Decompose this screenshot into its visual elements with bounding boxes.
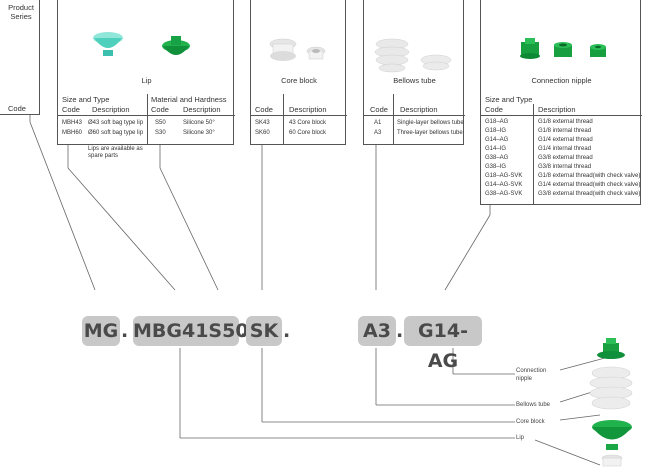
nipple-col-desc: Description (538, 105, 576, 114)
core-block-large-image (269, 38, 297, 61)
core-block-vdivider (283, 94, 284, 144)
bellows-row-desc: Single-layer bellows tube (397, 120, 464, 126)
nipple-row-code: G18–AG (485, 119, 509, 125)
right-label-core: Core block (516, 419, 545, 425)
bellows-panel: Bellows tube Code Description A1 Single-… (363, 0, 465, 145)
model-code-series: MG (82, 316, 120, 346)
nipple-caption: Connection nipple (531, 76, 592, 85)
nipple-row-code: G18–AG-SVK (485, 173, 523, 179)
bellows-vdivider (393, 94, 394, 144)
nipple-col-code: Code (485, 105, 503, 114)
nipple-row-code: G38–AG-SVK (485, 191, 523, 197)
lip-row-code: MBH60 (62, 130, 83, 136)
model-code-bellows: A3 (358, 316, 396, 346)
model-code-separator: . (121, 320, 129, 342)
model-code-nipple: G14-AG (404, 316, 482, 372)
nipple-images (520, 38, 606, 59)
nipple-row-code: G18–IG (485, 128, 507, 134)
right-label-bellows: Bellows tube (516, 402, 551, 408)
assembly-bellows-image (589, 366, 633, 410)
right-label-nipple: Connection nipple (516, 368, 547, 382)
nipple-panel: Connection nipple Size and Type Code Des… (480, 0, 642, 205)
product-series-code-label: Code (8, 104, 26, 113)
lip-teal-image (93, 32, 123, 56)
nipple-row-desc: G1/8 external thread(with check valve) (538, 173, 641, 179)
nipple-size-type-header: Size and Type (485, 95, 533, 104)
lip-green-image (162, 36, 190, 55)
bellows-row-code: A3 (374, 130, 382, 136)
bellows-divider (364, 115, 465, 116)
model-code-separator: . (240, 320, 248, 342)
assembly-nipple-image (597, 338, 625, 359)
core-block-row-desc: 60 Core block (289, 130, 327, 136)
nipple-row-desc: G1/8 external thread (538, 119, 593, 125)
bellows-images (374, 38, 452, 73)
nipple-small-image (590, 44, 606, 57)
model-code-core: SK (246, 316, 282, 346)
model-code-separator: . (283, 320, 291, 342)
lip-mat-row-code: S50 (155, 120, 166, 126)
model-code-separator: . (396, 320, 404, 342)
nipple-row-desc: G1/8 internal thread (538, 128, 592, 134)
product-series-title: Product Series (8, 3, 34, 21)
assembly-core-block-image (601, 454, 623, 467)
assembly-lip-image (592, 420, 632, 450)
bellows-single-layer-image (420, 54, 452, 71)
nipple-row-desc: G1/4 internal thread (538, 146, 592, 152)
bellows-col-desc: Description (400, 105, 438, 114)
core-block-caption: Core block (281, 76, 317, 85)
nipple-row-code: G38–IG (485, 164, 507, 170)
right-label-lip: Lip (516, 435, 525, 441)
lip-mat-col-desc: Description (183, 105, 221, 114)
nipple-row-code: G38–AG (485, 155, 509, 161)
lip-divider (58, 115, 235, 116)
lip-row-desc: Ø43 soft bag type lip (88, 120, 144, 126)
core-block-images (269, 38, 326, 61)
nipple-large-image (520, 38, 540, 59)
bellows-row-code: A1 (374, 120, 382, 126)
lip-note: Lips are available as spare parts (88, 146, 143, 159)
model-code-lip: MBG41S50 (133, 316, 249, 346)
core-block-col-desc: Description (289, 105, 327, 114)
lip-mat-row-code: S30 (155, 130, 166, 136)
nipple-vdivider (533, 104, 534, 204)
lip-col-code: Code (62, 105, 80, 114)
lip-col-desc: Description (92, 105, 130, 114)
bellows-row-desc: Three-layer bellows tube (397, 130, 463, 136)
nipple-row-desc: G1/4 external thread (538, 137, 593, 143)
nipple-medium-image (554, 42, 572, 57)
lip-material-header: Material and Hardness (151, 95, 227, 104)
lip-mat-row-desc: Silicone 50° (183, 120, 215, 126)
bellows-three-layer-image (374, 38, 410, 73)
lip-panel: Lip Size and Type Code Description MBH43… (57, 0, 235, 145)
nipple-row-desc: G3/8 internal thread (538, 164, 592, 170)
core-block-row-code: SK43 (255, 120, 270, 126)
bellows-caption: Bellows tube (393, 76, 436, 85)
lip-row-code: MBH43 (62, 120, 83, 126)
nipple-row-desc: G3/8 external thread (538, 155, 593, 161)
nipple-divider (481, 115, 642, 116)
nipple-row-desc: G3/8 external thread(with check valve) (538, 191, 641, 197)
lip-caption: Lip (141, 76, 152, 85)
lip-mat-row-desc: Silicone 30° (183, 130, 215, 136)
lip-images (93, 32, 190, 56)
core-block-small-image (306, 46, 326, 60)
product-series-panel: Product Series Code (0, 0, 40, 115)
lip-vdivider (147, 94, 148, 144)
core-block-panel: Core block Code Description SK43 43 Core… (250, 0, 347, 145)
core-block-divider (251, 115, 347, 116)
core-block-row-code: SK60 (255, 130, 270, 136)
lip-row-desc: Ø60 soft bag type lip (88, 130, 144, 136)
lip-mat-col-code: Code (151, 105, 169, 114)
bellows-col-code: Code (370, 105, 388, 114)
nipple-row-code: G14–AG-SVK (485, 182, 523, 188)
nipple-row-code: G14–IG (485, 146, 507, 152)
lip-size-type-header: Size and Type (62, 95, 110, 104)
core-block-row-desc: 43 Core block (289, 120, 327, 126)
core-block-col-code: Code (255, 105, 273, 114)
nipple-row-code: G14–AG (485, 137, 509, 143)
nipple-row-desc: G1/4 external thread(with check valve) (538, 182, 641, 188)
